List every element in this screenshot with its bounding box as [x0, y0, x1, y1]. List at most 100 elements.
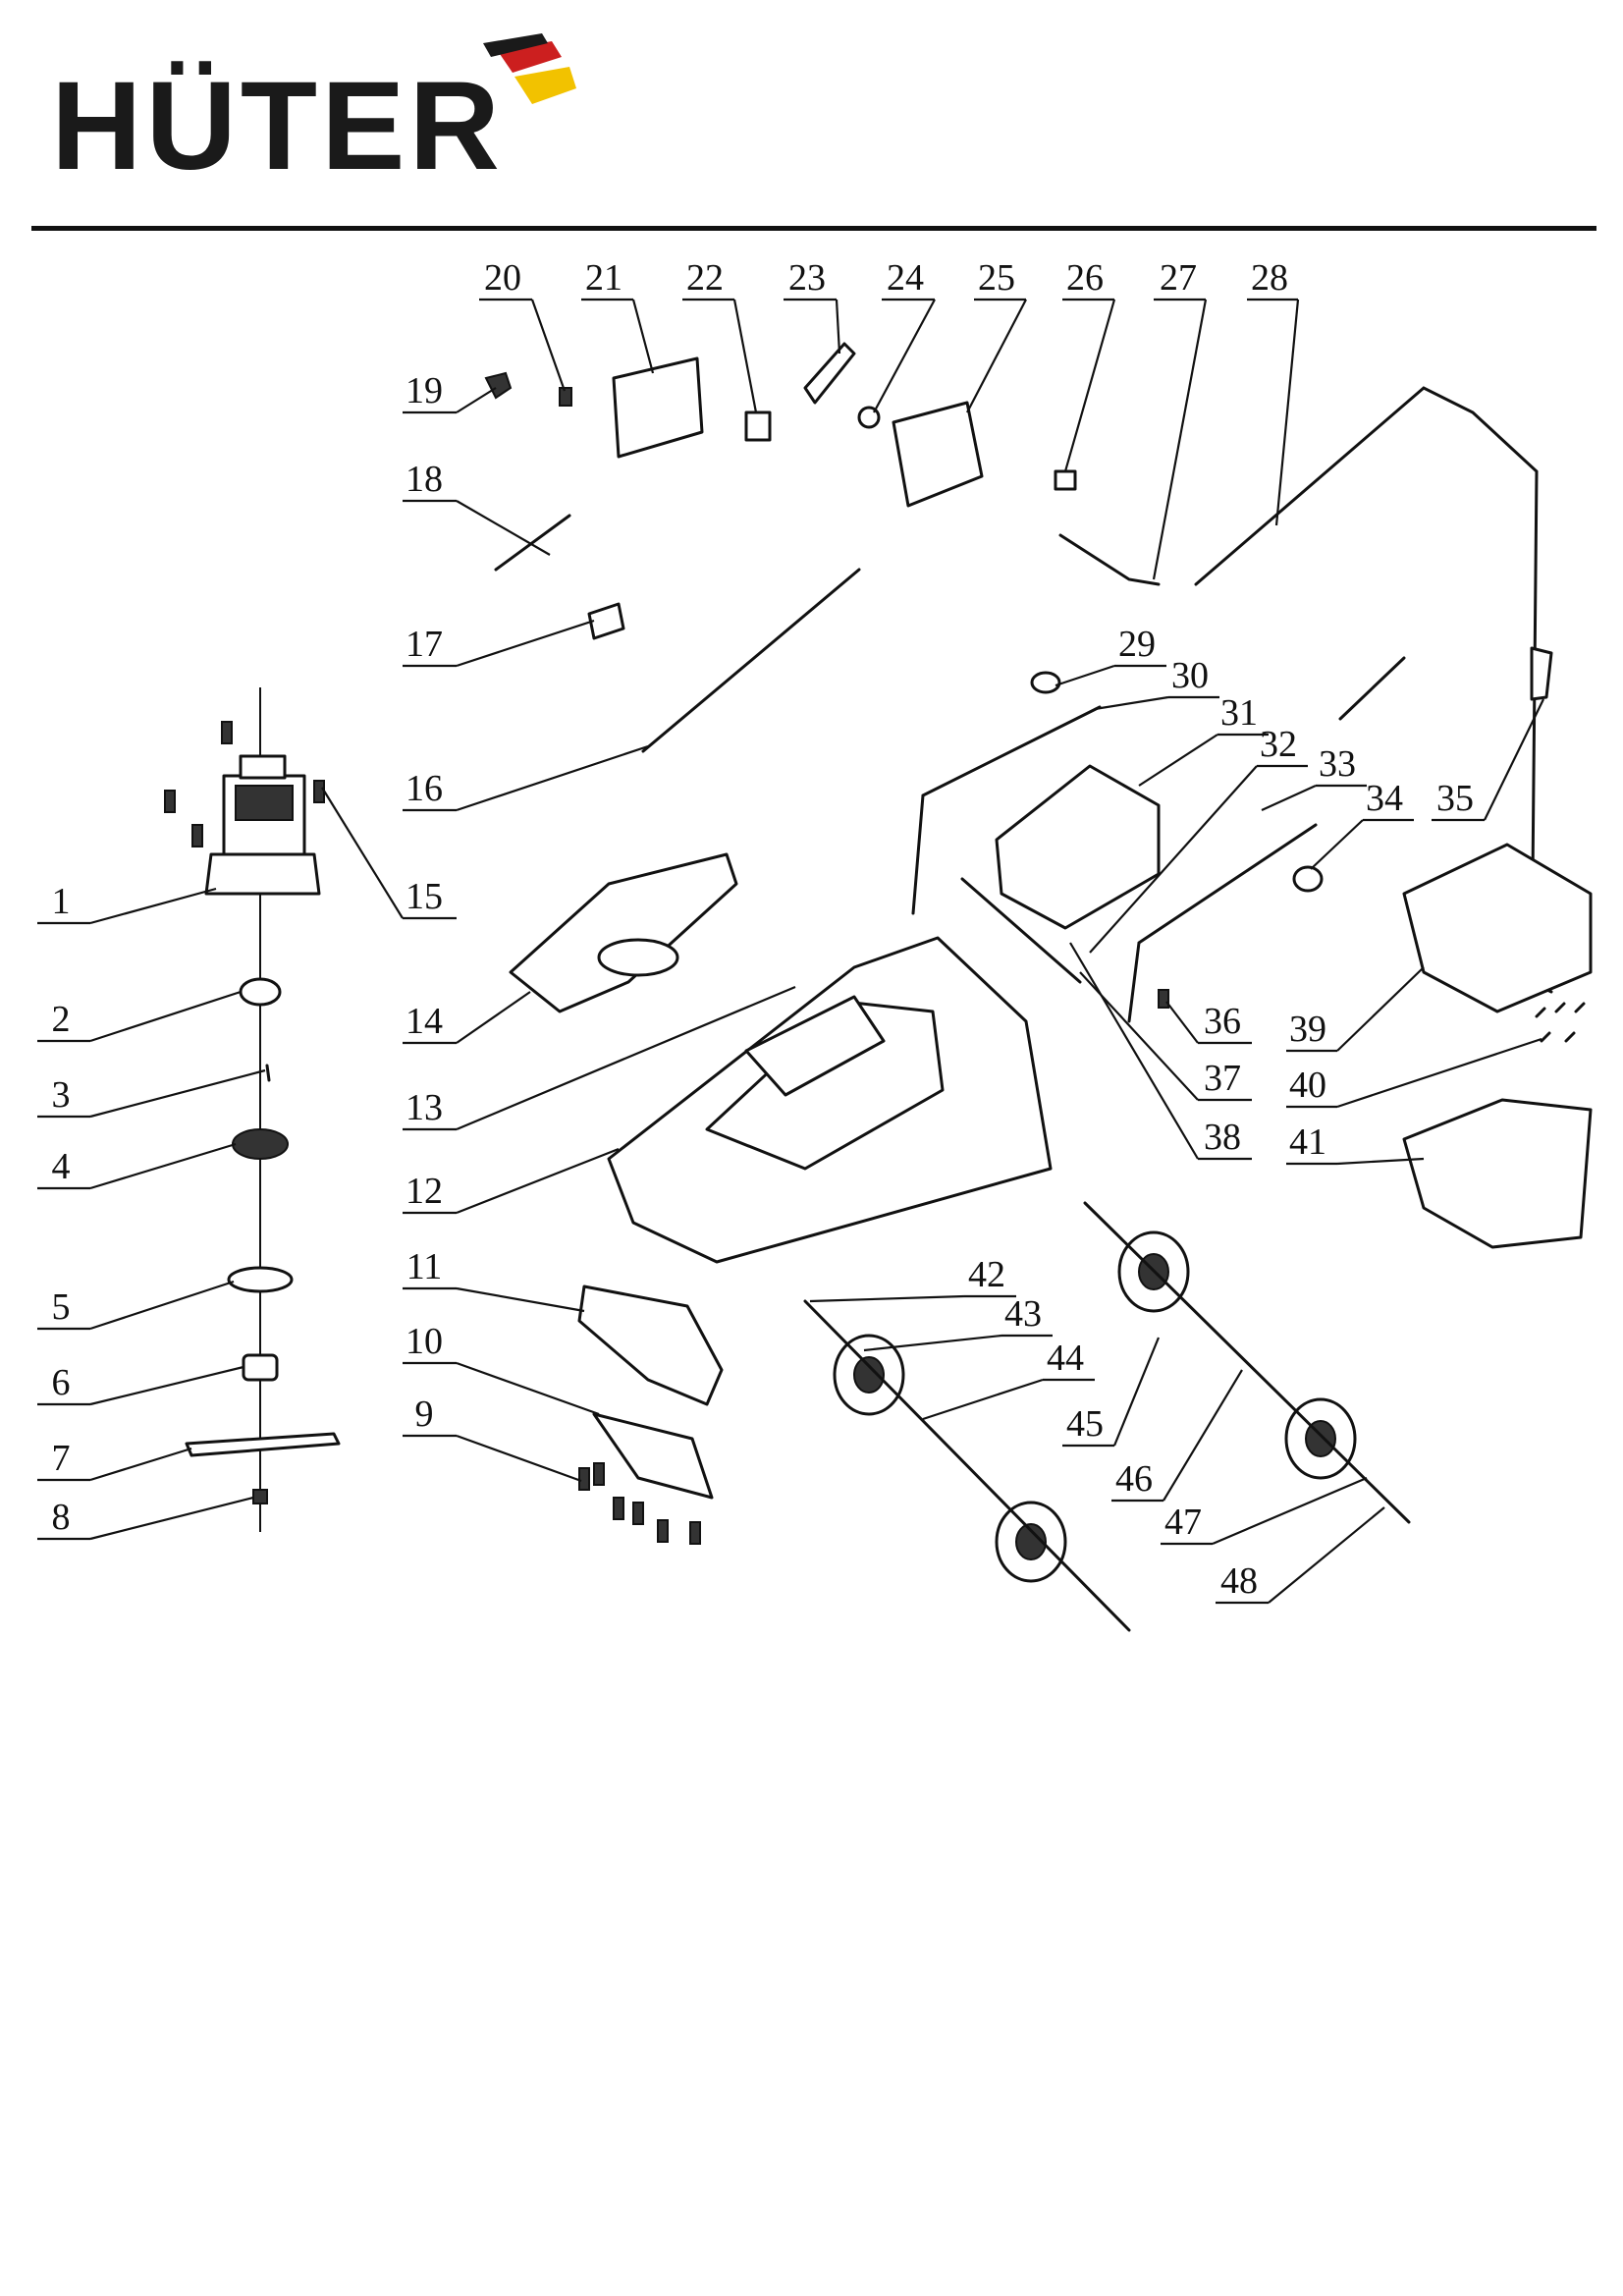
- leader-line: [456, 1434, 582, 1483]
- part-number-label: 42: [968, 1254, 1005, 1295]
- part-number-label: 24: [887, 257, 924, 299]
- cord-clamp-part: [1054, 469, 1077, 491]
- part-number-label: 35: [1436, 778, 1474, 819]
- part-number-label: 2: [52, 999, 71, 1040]
- part-number-label: 47: [1164, 1502, 1202, 1543]
- fan-part: [232, 1128, 289, 1160]
- leader-line: [530, 299, 567, 392]
- knob-part-29: [1030, 671, 1061, 694]
- leader-line: [1094, 695, 1169, 711]
- leader-line: [456, 744, 649, 812]
- rod-part: [960, 877, 1082, 984]
- leader-line: [1274, 299, 1300, 526]
- leader-line: [89, 1496, 254, 1541]
- part-number-label: 40: [1289, 1065, 1326, 1106]
- part-number-label: 1: [52, 881, 71, 922]
- leader-line: [456, 1361, 600, 1416]
- leader-line: [863, 1334, 1002, 1352]
- leader-line: [89, 1447, 192, 1482]
- part-number-label: 20: [484, 257, 521, 299]
- huter-logo: HÜTER: [51, 33, 576, 181]
- blade-holder-part: [227, 1266, 294, 1293]
- blade-bolt-part: [252, 1489, 268, 1504]
- part-number-label: 10: [406, 1321, 443, 1362]
- brand-wordmark: HÜTER: [51, 56, 504, 181]
- part-number-label: 14: [406, 1001, 443, 1042]
- screw-part-19: [484, 371, 513, 400]
- part-number-label: 41: [1289, 1121, 1326, 1163]
- lower-handle-left: [911, 705, 1102, 915]
- clip-part-17: [587, 602, 625, 640]
- cover-window: [597, 938, 679, 977]
- leader-line: [1069, 942, 1199, 1160]
- leader-line: [966, 299, 1027, 413]
- part-number-label: 26: [1066, 257, 1104, 299]
- bolt-part-36: [1158, 989, 1169, 1009]
- axle-part-46: [1083, 1201, 1411, 1524]
- leader-line: [89, 1280, 235, 1331]
- part-number-label: 19: [406, 370, 443, 411]
- leader-line: [456, 985, 796, 1131]
- leader-line: [835, 299, 841, 355]
- leader-line: [1138, 734, 1218, 787]
- cable-tie-part: [494, 514, 571, 572]
- part-number-label: 43: [1004, 1293, 1042, 1335]
- part-number-label: 38: [1204, 1117, 1241, 1158]
- part-number-label: 33: [1319, 743, 1356, 785]
- leader-line: [1484, 698, 1544, 821]
- leader-line: [1268, 1506, 1385, 1604]
- battery-part: [995, 764, 1161, 930]
- leader-line: [89, 1142, 237, 1190]
- wheel-front-left: [833, 1334, 905, 1416]
- logo-black-stripe: [483, 33, 548, 57]
- leader-line: [1336, 1157, 1425, 1166]
- leader-line: [456, 1286, 585, 1313]
- axle-part-44: [803, 1299, 1131, 1632]
- part-number-label: 32: [1260, 724, 1297, 765]
- leader-line: [732, 299, 758, 413]
- part-number-label: 45: [1066, 1403, 1104, 1445]
- leader-line: [89, 990, 242, 1043]
- leader-line: [1055, 664, 1115, 687]
- header-divider: [31, 226, 1596, 231]
- leader-line: [89, 1068, 266, 1119]
- deck-battery-bay: [744, 995, 886, 1097]
- part-number-label: 3: [52, 1074, 71, 1116]
- part-number-label: 15: [406, 876, 443, 917]
- leader-line: [321, 787, 404, 919]
- part-number-label: 11: [406, 1246, 443, 1287]
- part-number-label: 13: [406, 1087, 443, 1128]
- part-number-label: 18: [406, 459, 443, 500]
- part-number-label: 6: [52, 1362, 71, 1403]
- grass-box-part: [1402, 1098, 1593, 1249]
- leader-line: [1089, 765, 1258, 954]
- logo-yellow-stripe: [514, 67, 576, 104]
- part-number-label: 30: [1171, 655, 1209, 696]
- leader-line: [89, 1365, 244, 1406]
- connector-part: [744, 410, 772, 442]
- part-number-label: 12: [406, 1171, 443, 1212]
- part-number-label: 23: [788, 257, 826, 299]
- leader-line: [809, 1294, 965, 1303]
- part-number-label: 31: [1220, 692, 1258, 734]
- part-number-label: 21: [585, 257, 622, 299]
- part-number-label: 9: [415, 1394, 434, 1435]
- leader-line: [1163, 1369, 1243, 1502]
- leader-line: [89, 887, 217, 925]
- part-number-label: 22: [686, 257, 724, 299]
- part-number-label: 17: [406, 624, 443, 665]
- leader-line: [1165, 1001, 1199, 1044]
- adapter-part: [242, 1353, 279, 1382]
- leader-line: [631, 299, 655, 374]
- blade-part: [185, 1432, 341, 1457]
- leader-line: [1112, 1337, 1161, 1447]
- leader-line: [1336, 1037, 1542, 1109]
- mulch-plate-part: [592, 1412, 714, 1500]
- cable-part: [641, 568, 861, 753]
- part-number-label: 5: [52, 1286, 71, 1328]
- switch-box-part: [612, 356, 704, 459]
- part-number-label: 34: [1366, 778, 1403, 819]
- motor-cover-part: [509, 852, 738, 1013]
- leader-line: [1310, 819, 1364, 870]
- leader-line: [1212, 1476, 1368, 1546]
